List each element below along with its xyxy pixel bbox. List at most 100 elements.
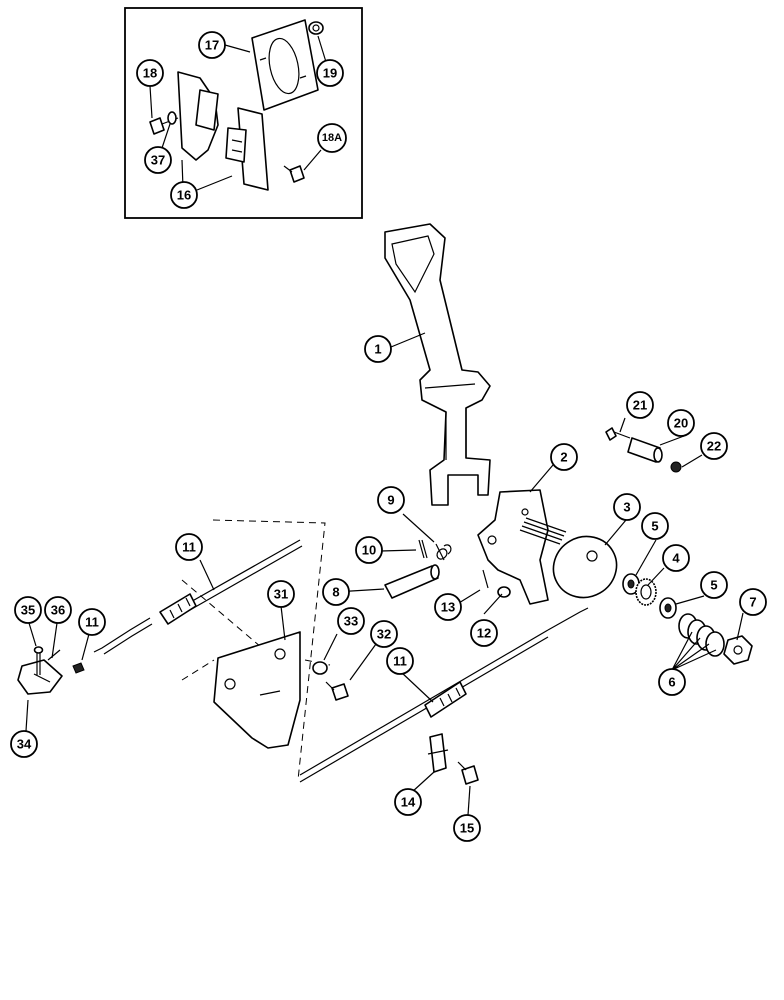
callout-10: 10 xyxy=(355,536,383,564)
svg-text:32: 32 xyxy=(377,627,391,642)
part-19-nut xyxy=(308,21,324,35)
svg-text:18A: 18A xyxy=(322,132,342,144)
part-8-pin xyxy=(384,564,440,599)
part-4-ring xyxy=(635,578,657,606)
callout-11b: 11 xyxy=(386,647,414,675)
svg-text:5: 5 xyxy=(651,519,658,534)
callout-33: 33 xyxy=(337,607,365,635)
callout-18a: 18A xyxy=(317,123,347,153)
svg-text:37: 37 xyxy=(151,153,165,168)
callout-32: 32 xyxy=(370,620,398,648)
svg-text:20: 20 xyxy=(674,416,688,431)
svg-text:35: 35 xyxy=(21,603,35,618)
part-16-brackets xyxy=(177,71,269,191)
callout-37: 37 xyxy=(144,146,172,174)
callout-36: 36 xyxy=(44,596,72,624)
part-18-bolt xyxy=(149,111,179,135)
svg-text:11: 11 xyxy=(85,615,99,630)
callout-5a: 5 xyxy=(641,512,669,540)
svg-text:31: 31 xyxy=(274,587,288,602)
part-32-screw xyxy=(325,681,349,701)
inset-frame xyxy=(124,7,363,219)
part-14-clamp xyxy=(427,733,449,773)
callout-20: 20 xyxy=(667,409,695,437)
part-3-disc xyxy=(552,535,618,599)
svg-text:5: 5 xyxy=(710,578,717,593)
svg-text:15: 15 xyxy=(460,821,474,836)
part-21-bolt xyxy=(605,427,631,441)
callout-35: 35 xyxy=(14,596,42,624)
svg-text:1: 1 xyxy=(374,342,381,357)
part-12-nut xyxy=(497,586,511,598)
callout-11c: 11 xyxy=(78,608,106,636)
part-5-washer-a xyxy=(622,573,640,595)
callout-16: 16 xyxy=(170,181,198,209)
callout-2: 2 xyxy=(550,443,578,471)
part-9-spring xyxy=(435,543,452,561)
svg-text:4: 4 xyxy=(672,551,680,566)
part-7-nut xyxy=(723,635,753,665)
part-22-nut xyxy=(670,461,682,473)
callout-4: 4 xyxy=(662,544,690,572)
callout-8: 8 xyxy=(322,578,350,606)
part-2-bracket xyxy=(477,489,567,605)
part-11-cable-upper xyxy=(93,539,303,655)
callout-31: 31 xyxy=(267,580,295,608)
part-17-plate xyxy=(251,19,319,111)
part-35-pin xyxy=(33,646,44,675)
callout-14: 14 xyxy=(394,788,422,816)
part-36-cotter xyxy=(47,649,61,661)
callout-22: 22 xyxy=(700,432,728,460)
part-11-cable-lower xyxy=(299,607,589,783)
callout-6: 6 xyxy=(658,668,686,696)
svg-text:12: 12 xyxy=(477,626,491,641)
callout-13: 13 xyxy=(434,593,462,621)
svg-text:33: 33 xyxy=(344,614,358,629)
svg-text:8: 8 xyxy=(332,585,339,600)
part-18a-screw xyxy=(283,165,305,183)
callout-7: 7 xyxy=(739,588,767,616)
assembly-dash-line-3 xyxy=(181,659,215,681)
svg-text:2: 2 xyxy=(560,450,567,465)
callout-1: 1 xyxy=(364,335,392,363)
svg-text:11: 11 xyxy=(182,540,196,555)
svg-text:11: 11 xyxy=(393,654,407,669)
assembly-dash-line-1 xyxy=(212,519,326,781)
svg-text:6: 6 xyxy=(668,675,675,690)
callout-3: 3 xyxy=(613,493,641,521)
svg-text:9: 9 xyxy=(387,493,394,508)
part-15-screw xyxy=(457,761,479,785)
part-20-spacer xyxy=(627,437,663,463)
part-5-washer-b xyxy=(659,597,677,619)
svg-text:21: 21 xyxy=(633,398,647,413)
svg-text:19: 19 xyxy=(323,66,337,81)
svg-text:3: 3 xyxy=(623,500,630,515)
svg-text:22: 22 xyxy=(707,439,721,454)
callout-9: 9 xyxy=(377,486,405,514)
part-1-shift-lever xyxy=(384,223,491,506)
svg-text:34: 34 xyxy=(17,737,32,752)
part-13-pin xyxy=(482,569,489,589)
svg-text:7: 7 xyxy=(749,595,756,610)
part-31-plate xyxy=(213,631,301,749)
callout-19: 19 xyxy=(316,59,344,87)
callout-15: 15 xyxy=(453,814,481,842)
svg-text:36: 36 xyxy=(51,603,65,618)
inset-detail xyxy=(124,7,363,219)
part-34-clevis xyxy=(17,659,63,695)
callout-17: 17 xyxy=(198,31,226,59)
callout-21: 21 xyxy=(626,391,654,419)
svg-text:17: 17 xyxy=(205,38,219,53)
svg-text:16: 16 xyxy=(177,188,191,203)
callout-12: 12 xyxy=(470,619,498,647)
svg-text:10: 10 xyxy=(362,543,376,558)
svg-text:14: 14 xyxy=(401,795,416,810)
part-11-nut-left xyxy=(72,662,85,674)
part-33-washer xyxy=(312,661,328,675)
part-10-pin xyxy=(418,539,428,559)
callout-18: 18 xyxy=(136,59,164,87)
callout-5b: 5 xyxy=(700,571,728,599)
svg-text:18: 18 xyxy=(143,66,157,81)
callout-11a: 11 xyxy=(175,533,203,561)
